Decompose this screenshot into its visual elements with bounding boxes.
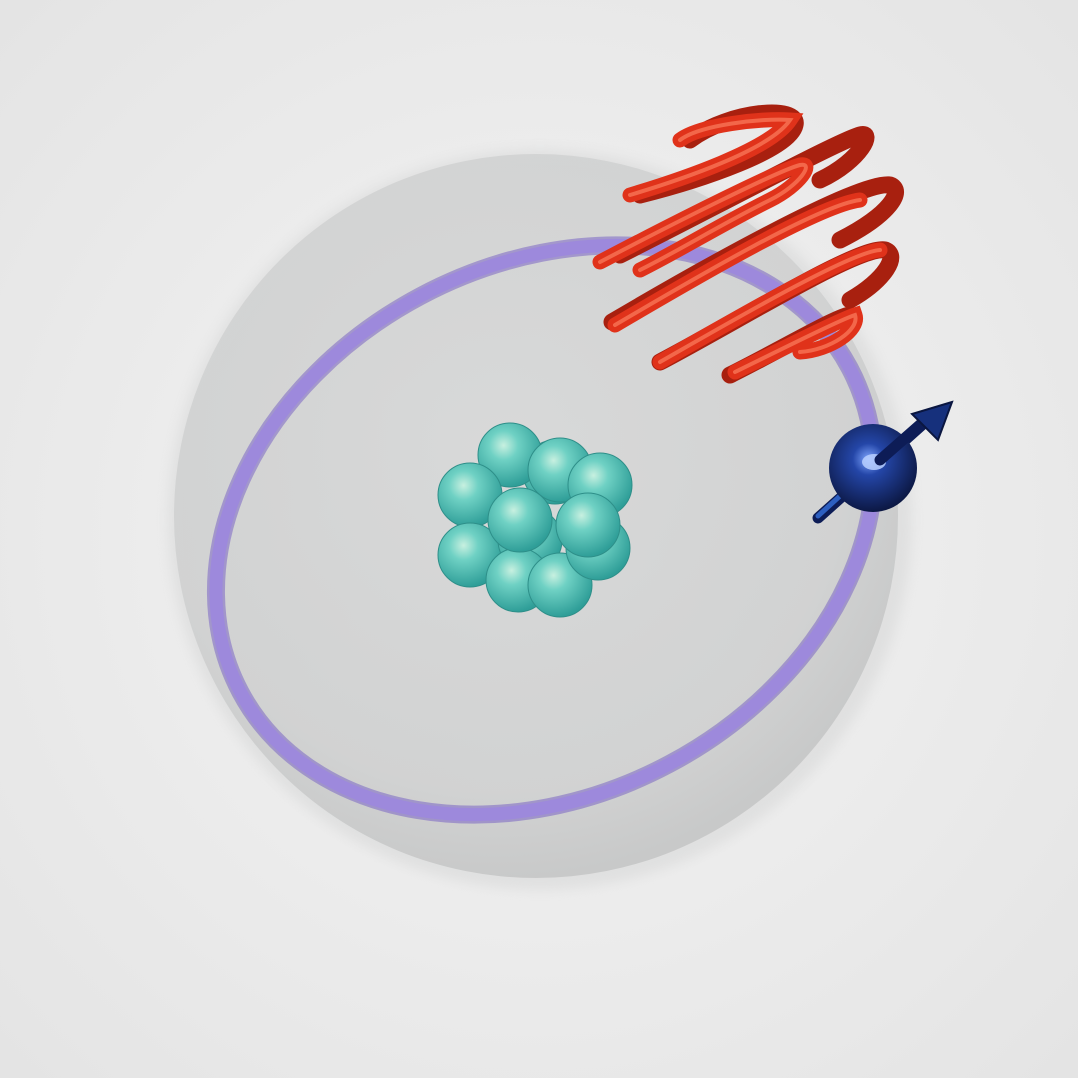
nucleon bbox=[487, 487, 553, 553]
wave-strand-highlight bbox=[658, 248, 882, 364]
wave-strand-highlight bbox=[598, 162, 808, 272]
spin-arrow-head bbox=[910, 400, 954, 442]
photon-wave bbox=[592, 104, 904, 384]
wave-strand-highlight bbox=[613, 198, 862, 327]
nucleus bbox=[437, 422, 633, 618]
wave-strand-highlight bbox=[733, 312, 858, 374]
wave-strand-highlight bbox=[628, 117, 794, 197]
orbit-ring bbox=[209, 238, 881, 822]
nucleon bbox=[555, 492, 621, 558]
electron bbox=[812, 400, 954, 524]
